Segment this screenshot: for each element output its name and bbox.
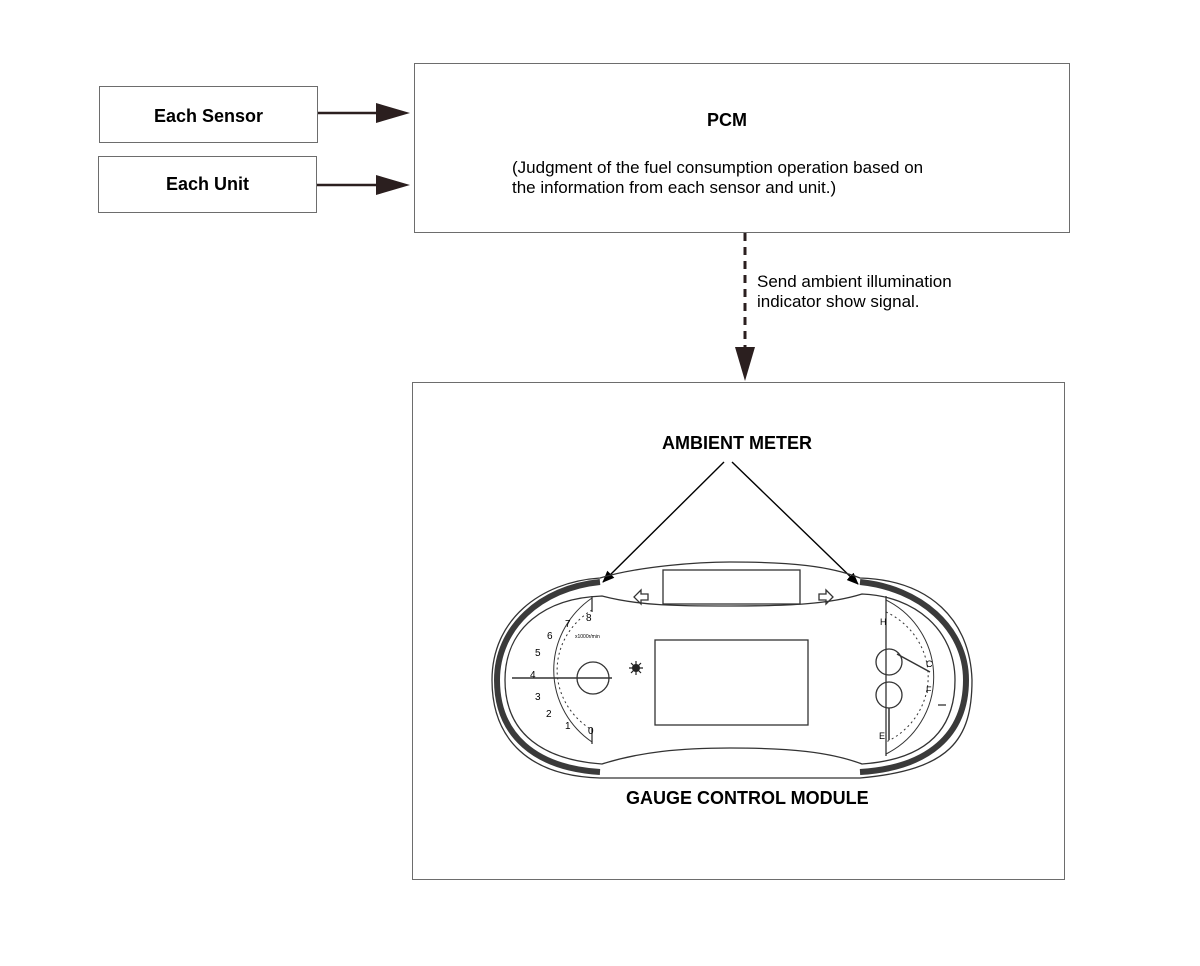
tach-number-3: 3 — [535, 692, 541, 703]
temp-fuel-dial-arc — [885, 599, 935, 755]
cluster-inner-bezel — [504, 593, 956, 765]
tach-number-4: 4 — [530, 670, 536, 681]
cluster-housing — [491, 561, 973, 779]
top-display — [662, 569, 801, 605]
tach-dial-arc-inner — [556, 609, 593, 731]
instrument-cluster — [491, 561, 973, 779]
fuel-empty-label: E — [879, 731, 886, 741]
tach-number-5: 5 — [535, 648, 541, 659]
left-turn-arrow-icon — [633, 588, 649, 606]
tach-unit: x1000r/min — [575, 634, 600, 640]
tach-number-0: 0 — [588, 726, 594, 737]
each-sensor-label: Each Sensor — [153, 106, 264, 126]
each-unit-box: Each Unit — [98, 156, 317, 213]
signal-label-line-2: indicator show signal. — [757, 292, 920, 311]
right-turn-arrow-icon — [818, 588, 834, 606]
tach-number-8: 8 — [586, 613, 592, 624]
right-ambient-band — [859, 579, 970, 775]
center-display — [654, 639, 809, 726]
signal-label-line-1: Send ambient illumination — [757, 272, 952, 291]
pcm-title: PCM — [707, 110, 747, 130]
tach-dial-arc-outer — [553, 597, 593, 743]
pcm-description-line-1: (Judgment of the fuel consumption operat… — [512, 158, 924, 177]
tach-number-2: 2 — [546, 709, 552, 720]
tach-number-6: 6 — [547, 631, 553, 642]
temp-high-label: H — [880, 617, 887, 627]
each-unit-label: Each Unit — [165, 174, 249, 194]
ambient-meter-label: AMBIENT METER — [662, 433, 812, 453]
sensor-to-pcm-arrow — [318, 103, 410, 123]
warning-light-icon — [629, 661, 643, 675]
temp-needle — [896, 653, 931, 673]
left-ambient-band — [493, 579, 601, 775]
tach-number-7: 7 — [565, 619, 571, 630]
unit-to-pcm-arrow — [317, 175, 410, 195]
gauge-control-module-label: GAUGE CONTROL MODULE — [626, 788, 869, 808]
ambient-meter-callout-lines — [602, 461, 859, 585]
each-sensor-box: Each Sensor — [99, 86, 318, 143]
temp-low-label: C — [926, 659, 933, 669]
pcm-to-gauge-dashed-arrow — [735, 233, 755, 381]
fuel-gauge-hub — [875, 681, 903, 709]
fuel-full-label: F — [926, 685, 932, 695]
pcm-description-line-2: the information from each sensor and uni… — [512, 178, 837, 197]
tach-number-1: 1 — [565, 721, 571, 732]
temp-gauge-hub — [875, 648, 903, 676]
pcm-box: PCM (Judgment of the fuel consumption op… — [414, 63, 1070, 233]
